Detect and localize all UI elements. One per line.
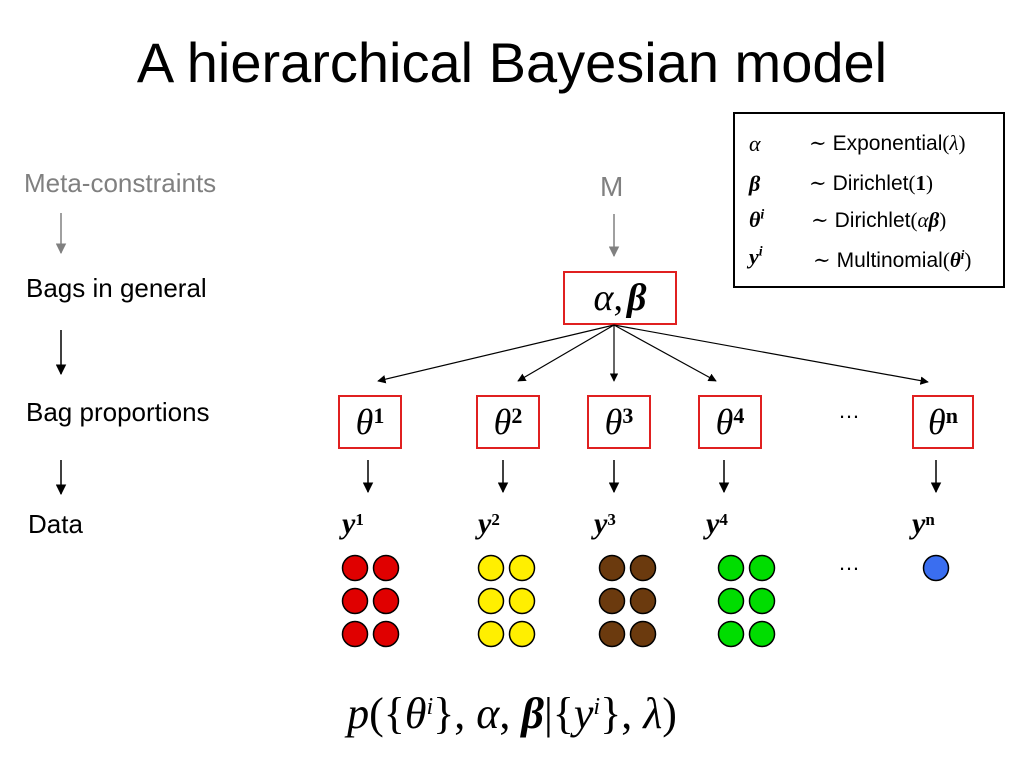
y-label-3: y3 (594, 507, 616, 540)
bag-1-ball (341, 587, 369, 615)
bag-1-ball (372, 587, 400, 615)
bag-4-ball (717, 620, 745, 648)
level-meta-constraints: Meta-constraints (24, 168, 217, 198)
legend-symbol: β (749, 171, 761, 196)
m-label: M (600, 171, 624, 202)
legend-distribution: ∼Dirichlet(1) (809, 171, 933, 195)
bag-1-ball (341, 620, 369, 648)
posterior-formula: p({θi}, α, β|{yi}, λ) (347, 689, 677, 738)
y-label-1: y1 (342, 507, 364, 540)
bag-1-ball (372, 620, 400, 648)
bag-4-ball (748, 620, 776, 648)
level-bags-in-general: Bags in general (26, 273, 207, 303)
bag-3-ball (598, 554, 626, 582)
bag-4-ball (717, 554, 745, 582)
bag-2-ball (508, 554, 536, 582)
page-title: A hierarchical Bayesian model (136, 31, 888, 94)
bag-4-ball (748, 587, 776, 615)
level-data: Data (28, 509, 83, 539)
y-label-4: y4 (706, 507, 728, 540)
bag-3-ball (598, 620, 626, 648)
theta-ellipsis: … (838, 398, 860, 423)
arrow-to-theta-n (613, 324, 929, 385)
bag-3-ball (629, 554, 657, 582)
bag-2-ball (508, 620, 536, 648)
distribution-legend: α ∼Exponential(λ) β ∼Dirichlet(1) θi ∼Di… (733, 112, 1005, 288)
bag-3-ball (629, 620, 657, 648)
alpha-beta-node: α,β (563, 271, 677, 325)
legend-symbol: yi (749, 244, 763, 269)
y-label-2: y2 (478, 507, 500, 540)
bag-2-ball (477, 620, 505, 648)
bag-2-ball (508, 587, 536, 615)
legend-distribution: ∼Dirichlet(αβ) (811, 208, 947, 232)
bag-4-ball (717, 587, 745, 615)
bag-5-ball (922, 554, 950, 582)
arrow-to-theta-1 (377, 324, 615, 384)
bag-1-ball (372, 554, 400, 582)
bag-2-ball (477, 554, 505, 582)
legend-symbol: θi (749, 207, 765, 232)
bag-1-ball (341, 554, 369, 582)
legend-distribution: ∼Exponential(λ) (809, 131, 966, 155)
legend-symbol: α (749, 131, 761, 156)
y-label-n: yn (912, 507, 935, 540)
level-bag-proportions: Bag proportions (26, 397, 210, 427)
bag-3-ball (598, 587, 626, 615)
arrow-to-theta-2 (517, 324, 615, 382)
bag-4-ball (748, 554, 776, 582)
arrow-to-theta-4 (613, 324, 717, 382)
legend-distribution: ∼Multinomial(θi) (813, 247, 972, 272)
bag-2-ball (477, 587, 505, 615)
data-ellipsis: … (838, 550, 860, 575)
bag-3-ball (629, 587, 657, 615)
